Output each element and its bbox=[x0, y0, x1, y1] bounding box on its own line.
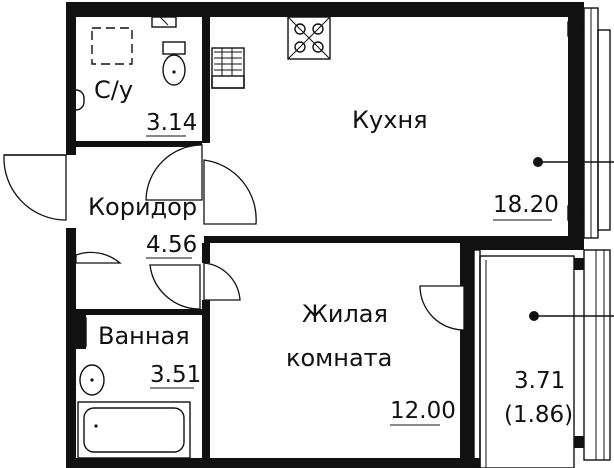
wc-label: С/у bbox=[94, 76, 133, 104]
balcony-area-reduced: (1.86) bbox=[504, 402, 573, 428]
balcony-door bbox=[419, 285, 465, 331]
corridor-label: Коридор bbox=[88, 193, 197, 221]
kitchen-socket-marker bbox=[533, 157, 614, 167]
balcony-socket-marker bbox=[529, 311, 614, 321]
entrance-door bbox=[3, 154, 67, 221]
bath-area: 3.51 bbox=[150, 362, 201, 388]
balcony-area: 3.71 bbox=[514, 368, 565, 394]
kitchen-door bbox=[203, 159, 257, 225]
wc-pipe-icon bbox=[75, 89, 85, 111]
wc-area: 3.14 bbox=[146, 110, 197, 136]
bath-label: Ванная bbox=[98, 322, 190, 350]
bathtub-icon bbox=[77, 401, 191, 459]
washing-machine bbox=[211, 47, 245, 89]
kitchen-label: Кухня bbox=[352, 106, 428, 134]
bathroom-sink-icon bbox=[79, 364, 105, 396]
walls bbox=[66, 2, 584, 468]
living-door bbox=[203, 262, 241, 301]
window-frames bbox=[567, 7, 611, 461]
bath-door bbox=[75, 251, 201, 310]
corridor-door-arc bbox=[145, 144, 203, 201]
kitchen-area: 18.20 bbox=[493, 192, 559, 218]
wc-small-sink bbox=[151, 16, 177, 28]
bath-wall-detail bbox=[77, 317, 87, 347]
stove-icon bbox=[287, 16, 331, 60]
shower-tray bbox=[91, 27, 133, 65]
toilet-icon bbox=[162, 41, 186, 86]
living-label-line2: комната bbox=[286, 344, 392, 372]
living-area: 12.00 bbox=[390, 398, 456, 424]
living-label-line1: Жилая bbox=[302, 300, 388, 328]
corridor-area: 4.56 bbox=[146, 232, 197, 258]
balcony-frame bbox=[473, 249, 575, 468]
